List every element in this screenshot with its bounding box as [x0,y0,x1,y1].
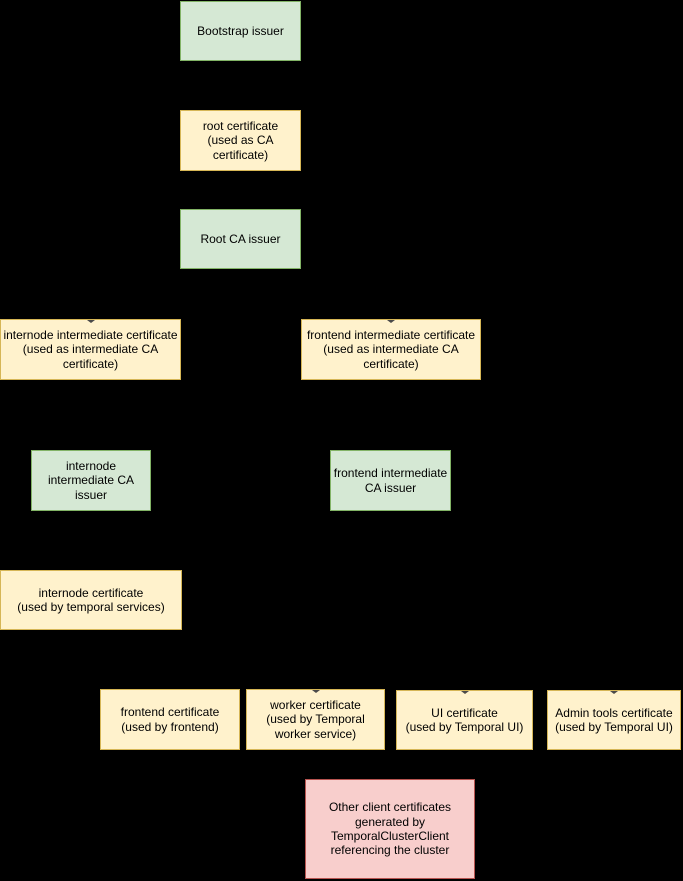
node-label: frontend intermediate certificate (used … [306,327,476,371]
node-other-client-certificates: Other client certificates generated by T… [305,779,475,879]
node-admin-tools-certificate: Admin tools certificate (used by Tempora… [547,690,681,750]
arrowhead-tip-icon [387,320,395,323]
node-label: internode certificate (used by temporal … [17,585,165,614]
node-internode-certificate: internode certificate (used by temporal … [0,570,182,630]
node-label: worker certificate (used by Temporal wor… [266,697,365,741]
node-label: Admin tools certificate (used by Tempora… [555,705,673,734]
node-frontend-intermediate-ca-issuer: frontend intermediate CA issuer [330,450,451,511]
node-frontend-certificate: frontend certificate (used by frontend) [100,689,240,750]
node-worker-certificate: worker certificate (used by Temporal wor… [246,689,385,750]
node-label: Root CA issuer [200,231,281,246]
node-ui-certificate: UI certificate (used by Temporal UI) [396,690,533,750]
node-label: internode intermediate CA issuer [47,458,135,502]
node-label: Other client certificates generated by T… [328,800,452,858]
arrowhead-tip-icon [86,320,95,323]
arrowhead-tip-icon [311,690,320,693]
node-root-certificate: root certificate (used as CA certificate… [180,110,301,171]
node-bootstrap-issuer: Bootstrap issuer [180,1,301,61]
node-root-ca-issuer: Root CA issuer [180,209,301,269]
node-label: Bootstrap issuer [197,23,284,38]
node-frontend-intermediate-certificate: frontend intermediate certificate (used … [301,319,481,380]
arrowhead-tip-icon [610,691,618,694]
node-label: UI certificate (used by Temporal UI) [405,705,524,734]
arrowhead-tip-icon [460,691,469,694]
node-internode-intermediate-certificate: internode intermediate certificate (used… [0,319,181,380]
node-label: internode intermediate certificate (used… [3,327,178,371]
node-label: frontend intermediate CA issuer [333,466,448,495]
node-internode-intermediate-ca-issuer: internode intermediate CA issuer [31,450,151,511]
node-label: frontend certificate (used by frontend) [120,705,220,734]
node-label: root certificate (used as CA certificate… [202,118,279,162]
